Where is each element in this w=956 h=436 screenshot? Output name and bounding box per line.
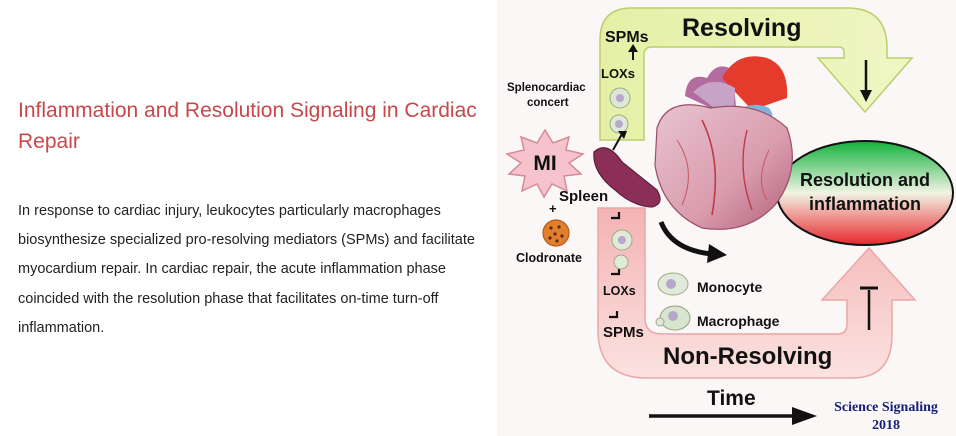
- bottom-cells: [611, 229, 633, 270]
- outcome-label-line2: inflammation: [809, 194, 921, 214]
- splenocardiac-label-line1: Splenocardiac: [507, 82, 586, 94]
- heart-to-cells-arrow: [658, 220, 713, 257]
- spms-bottom-label: SPMs: [603, 324, 644, 341]
- spleen-label: Spleen: [559, 188, 608, 205]
- article-description: In response to cardiac injury, leukocyte…: [18, 203, 475, 336]
- cardiac-repair-diagram: Resolving Non-Resolving Resolution and i…: [505, 7, 954, 433]
- top-cells: [609, 87, 631, 134]
- spms-top-label: SPMs: [605, 29, 649, 46]
- source-label-line1: Science Signaling: [834, 400, 938, 415]
- spleen-illustration: [593, 147, 661, 208]
- resolving-arrow: [599, 7, 914, 141]
- loxs-bottom-label: LOXs: [603, 284, 636, 298]
- bottom-inhibition-marks: [609, 212, 621, 319]
- macrophage-label: Macrophage: [697, 313, 780, 329]
- non-resolving-arrow: [597, 207, 917, 379]
- figure-panel: Resolving Non-Resolving Resolution and i…: [497, 0, 956, 436]
- source-label-line2: 2018: [872, 418, 900, 433]
- clodronate-label: Clodronate: [516, 251, 582, 265]
- splenocardiac-label-line2: concert: [527, 97, 569, 109]
- mi-starburst: [505, 128, 585, 199]
- mi-label: MI: [533, 152, 556, 175]
- plus-sign: +: [549, 201, 557, 216]
- time-label: Time: [707, 387, 756, 410]
- monocyte-label: Monocyte: [697, 279, 763, 295]
- outcome-label-line1: Resolution and: [800, 170, 930, 190]
- text-panel: Inflammation and Resolution Signaling in…: [18, 99, 477, 336]
- non-resolving-label: Non-Resolving: [663, 343, 832, 370]
- heart-illustration: [654, 56, 793, 230]
- outcome-oval: [776, 140, 954, 246]
- loxs-top-label: LOXs: [601, 66, 635, 81]
- resolving-label: Resolving: [682, 14, 801, 42]
- article-title: Inflammation and Resolution Signaling in…: [18, 99, 477, 153]
